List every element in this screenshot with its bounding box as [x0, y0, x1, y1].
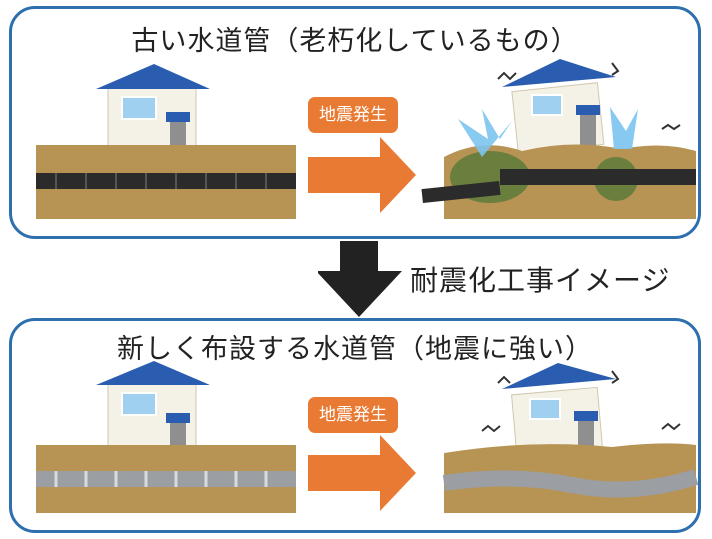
old-earthquake-badge: 地震発生	[308, 97, 398, 133]
new-left-pipe	[36, 471, 296, 487]
old-left-house-illustration	[96, 64, 210, 156]
new-left-house-illustration	[96, 361, 210, 452]
old-right-house-illustration	[502, 59, 616, 154]
new-right-pipe	[442, 469, 698, 498]
new-pipe-panel: 新しく布設する水道管（地震に強い）	[9, 318, 701, 533]
old-left-pipe	[36, 173, 296, 189]
old-pipe-scene	[36, 59, 696, 219]
old-pipe-title: 古い水道管（老朽化しているもの）	[131, 26, 579, 57]
transition-label: 耐震化工事イメージ	[410, 264, 671, 297]
new-pipe-scene	[36, 361, 698, 513]
old-pipe-panel: 古い水道管（老朽化しているもの）	[9, 6, 701, 239]
new-earthquake-badge: 地震発生	[308, 397, 398, 433]
down-arrow-icon	[316, 241, 402, 317]
old-arrow	[308, 137, 416, 213]
old-right-pipe	[500, 169, 696, 185]
new-right-house-illustration	[502, 363, 616, 458]
transition-section: 耐震化工事イメージ	[316, 241, 698, 317]
new-arrow	[308, 435, 416, 511]
new-pipe-title: 新しく布設する水道管（地震に強い）	[117, 334, 593, 365]
